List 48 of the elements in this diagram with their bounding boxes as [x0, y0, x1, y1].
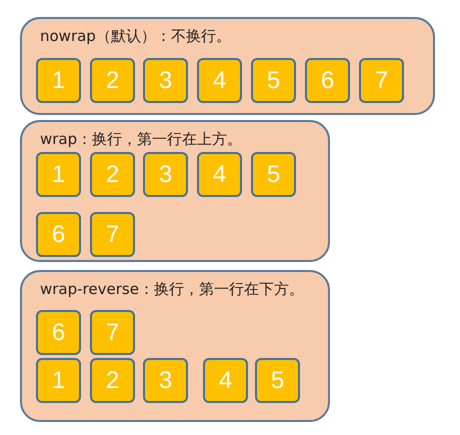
container-panel	[20, 270, 330, 422]
flex-item-box	[359, 58, 404, 103]
item-number: 3	[158, 66, 172, 94]
flex-item-box	[203, 358, 248, 403]
flex-item-box	[143, 58, 188, 103]
item-number: 6	[52, 220, 66, 248]
item-number: 3	[158, 160, 172, 188]
item-number: 6	[52, 318, 66, 346]
flex-item-box	[90, 152, 135, 197]
flex-item-box	[197, 152, 242, 197]
container-panel	[20, 17, 435, 115]
item-number: 5	[266, 66, 280, 94]
item-number: 2	[106, 160, 120, 188]
item-number: 7	[374, 66, 388, 94]
flex-item-box	[90, 310, 135, 355]
item-number: 4	[218, 366, 232, 394]
item-number: 7	[106, 220, 120, 248]
item-number: 3	[158, 366, 172, 394]
flex-item-box	[36, 212, 81, 257]
flex-item-box	[36, 152, 81, 197]
item-number: 5	[270, 366, 284, 394]
item-number: 5	[266, 160, 280, 188]
item-number: 1	[52, 66, 66, 94]
flex-item-box	[36, 358, 81, 403]
item-number: 7	[106, 318, 120, 346]
flex-item-box	[143, 358, 188, 403]
flex-item-box	[90, 358, 135, 403]
flex-item-box	[36, 58, 81, 103]
item-number: 4	[212, 66, 226, 94]
item-number: 2	[106, 366, 120, 394]
item-number: 4	[212, 160, 226, 188]
item-number: 1	[52, 160, 66, 188]
flex-item-box	[305, 58, 350, 103]
flex-item-box	[197, 58, 242, 103]
item-number: 2	[106, 66, 120, 94]
flex-item-box	[143, 152, 188, 197]
item-number: 1	[52, 366, 66, 394]
flex-item-box	[255, 358, 300, 403]
panel-title: wrap：换行，第一行在上方。	[40, 130, 242, 149]
panel-title: nowrap（默认）：不换行。	[40, 27, 231, 46]
container-panel	[20, 120, 330, 262]
flex-item-box	[90, 212, 135, 257]
flex-item-box	[251, 152, 296, 197]
panel-title: wrap-reverse：换行，第一行在下方。	[40, 280, 304, 299]
flex-item-box	[90, 58, 135, 103]
flex-item-box	[36, 310, 81, 355]
flex-item-box	[251, 58, 296, 103]
item-number: 6	[320, 66, 334, 94]
